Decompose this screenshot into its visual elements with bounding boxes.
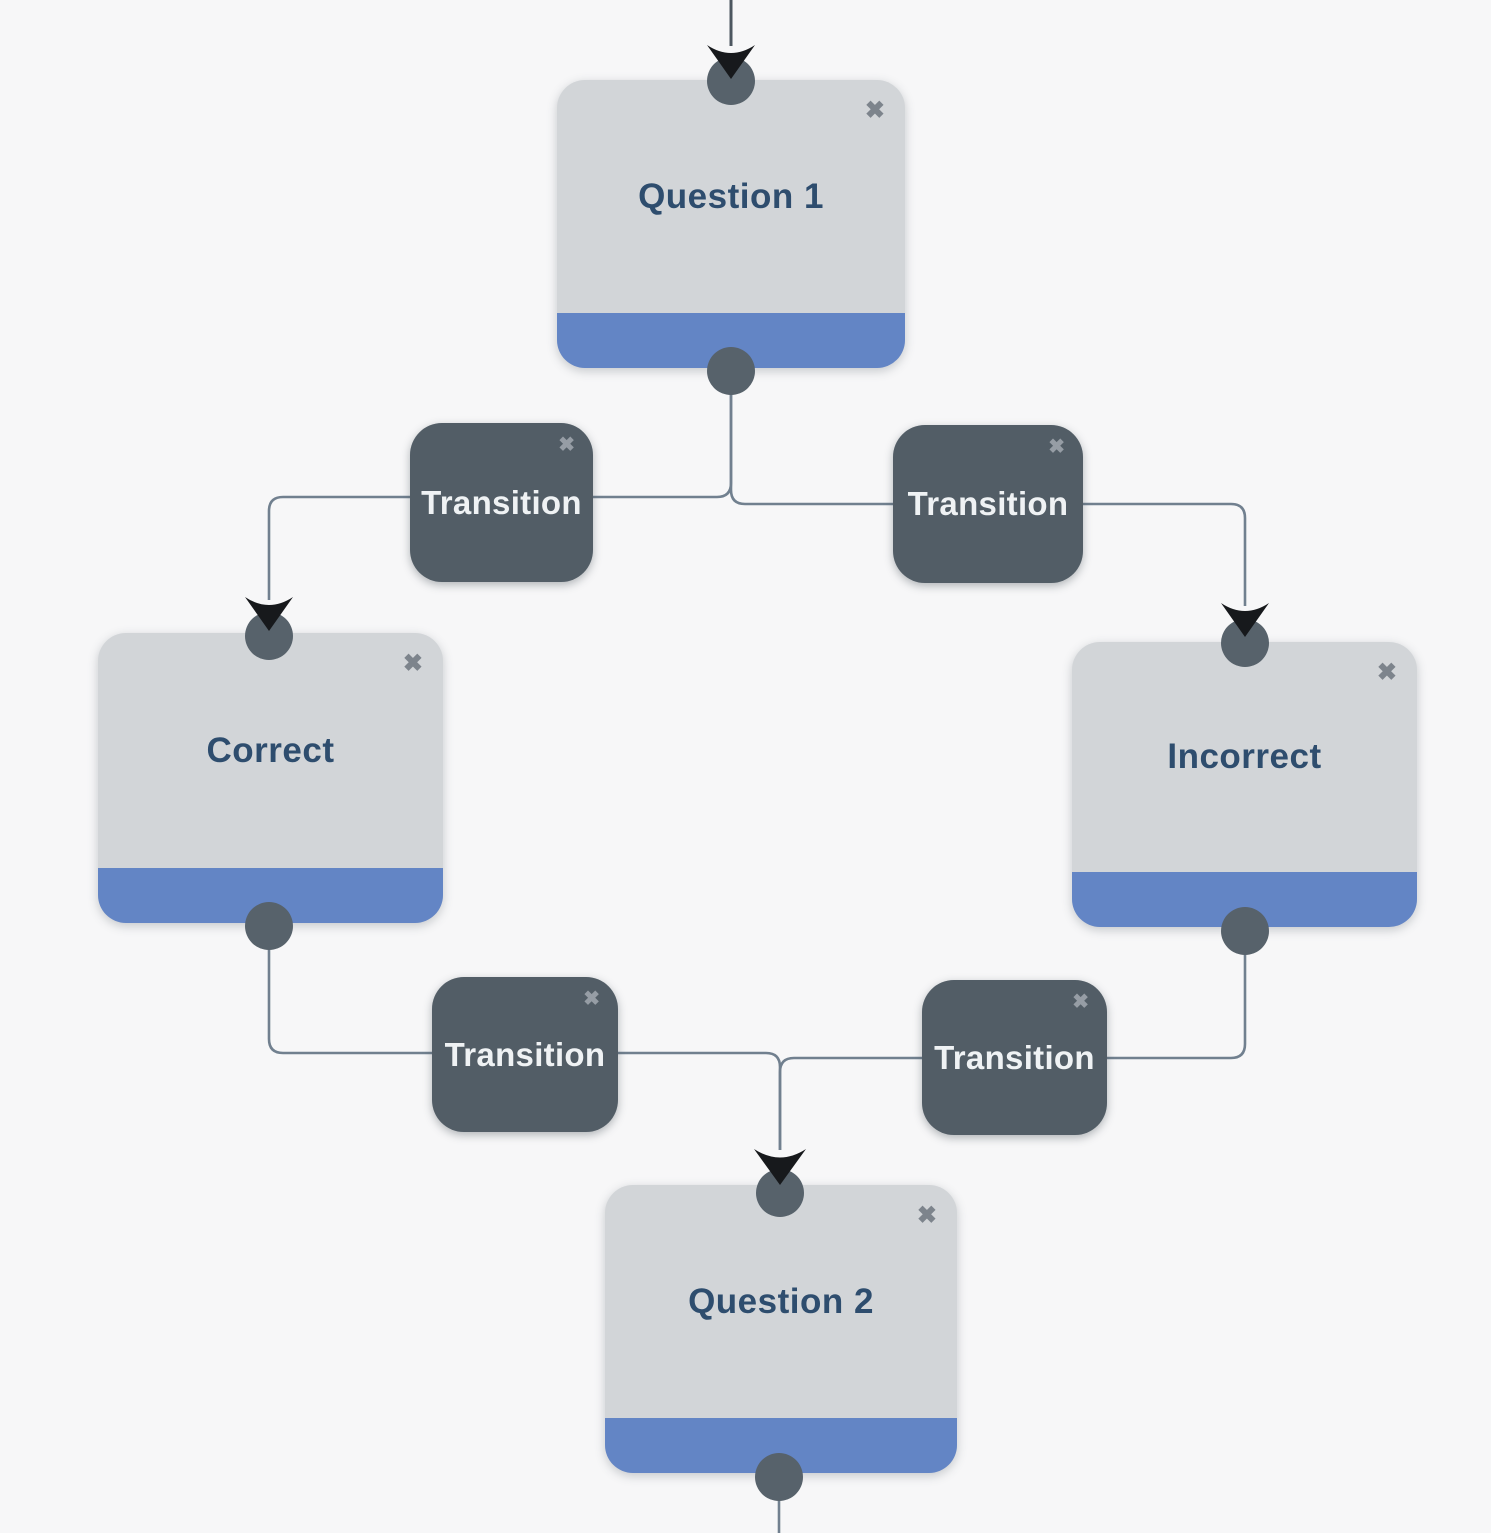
- endpoint-question1-bottom[interactable]: [707, 347, 755, 395]
- flow-node-transition-q1-correct[interactable]: ✖ Transition: [410, 423, 593, 582]
- node-label-transition: Transition: [934, 1038, 1095, 1076]
- node-label-question-1: Question 1: [638, 176, 824, 216]
- flow-node-question-1[interactable]: ✖ Question 1: [557, 80, 905, 368]
- close-icon[interactable]: ✖: [864, 97, 885, 124]
- close-icon[interactable]: ✖: [1376, 659, 1397, 686]
- node-label-transition: Transition: [444, 1035, 606, 1073]
- node-label-transition: Transition: [421, 483, 582, 521]
- close-icon[interactable]: ✖: [402, 650, 423, 677]
- close-icon[interactable]: ✖: [558, 434, 575, 456]
- flow-node-question-2[interactable]: ✖ Question 2: [605, 1185, 957, 1473]
- close-icon[interactable]: ✖: [1072, 991, 1089, 1013]
- endpoint-correct-bottom[interactable]: [245, 902, 293, 950]
- node-label-transition: Transition: [907, 485, 1069, 522]
- endpoint-correct-top[interactable]: [245, 612, 293, 660]
- node-label-question-2: Question 2: [688, 1281, 874, 1321]
- flow-node-transition-incorrect-q2[interactable]: ✖ Transition: [922, 980, 1107, 1135]
- flow-node-transition-correct-q2[interactable]: ✖ Transition: [432, 977, 618, 1132]
- endpoint-question2-top[interactable]: [756, 1169, 804, 1217]
- close-icon[interactable]: ✖: [583, 988, 600, 1010]
- flow-node-incorrect[interactable]: ✖ Incorrect: [1072, 642, 1417, 927]
- close-icon[interactable]: ✖: [916, 1202, 937, 1229]
- flow-node-transition-q1-incorrect[interactable]: ✖ Transition: [893, 425, 1083, 583]
- close-icon[interactable]: ✖: [1048, 436, 1065, 458]
- endpoint-incorrect-top[interactable]: [1221, 619, 1269, 667]
- endpoint-incorrect-bottom[interactable]: [1221, 907, 1269, 955]
- flow-node-correct[interactable]: ✖ Correct: [98, 633, 443, 923]
- endpoint-question1-top[interactable]: [707, 57, 755, 105]
- node-label-incorrect: Incorrect: [1167, 737, 1322, 776]
- endpoint-question2-bottom[interactable]: [755, 1453, 803, 1501]
- node-label-correct: Correct: [206, 730, 335, 770]
